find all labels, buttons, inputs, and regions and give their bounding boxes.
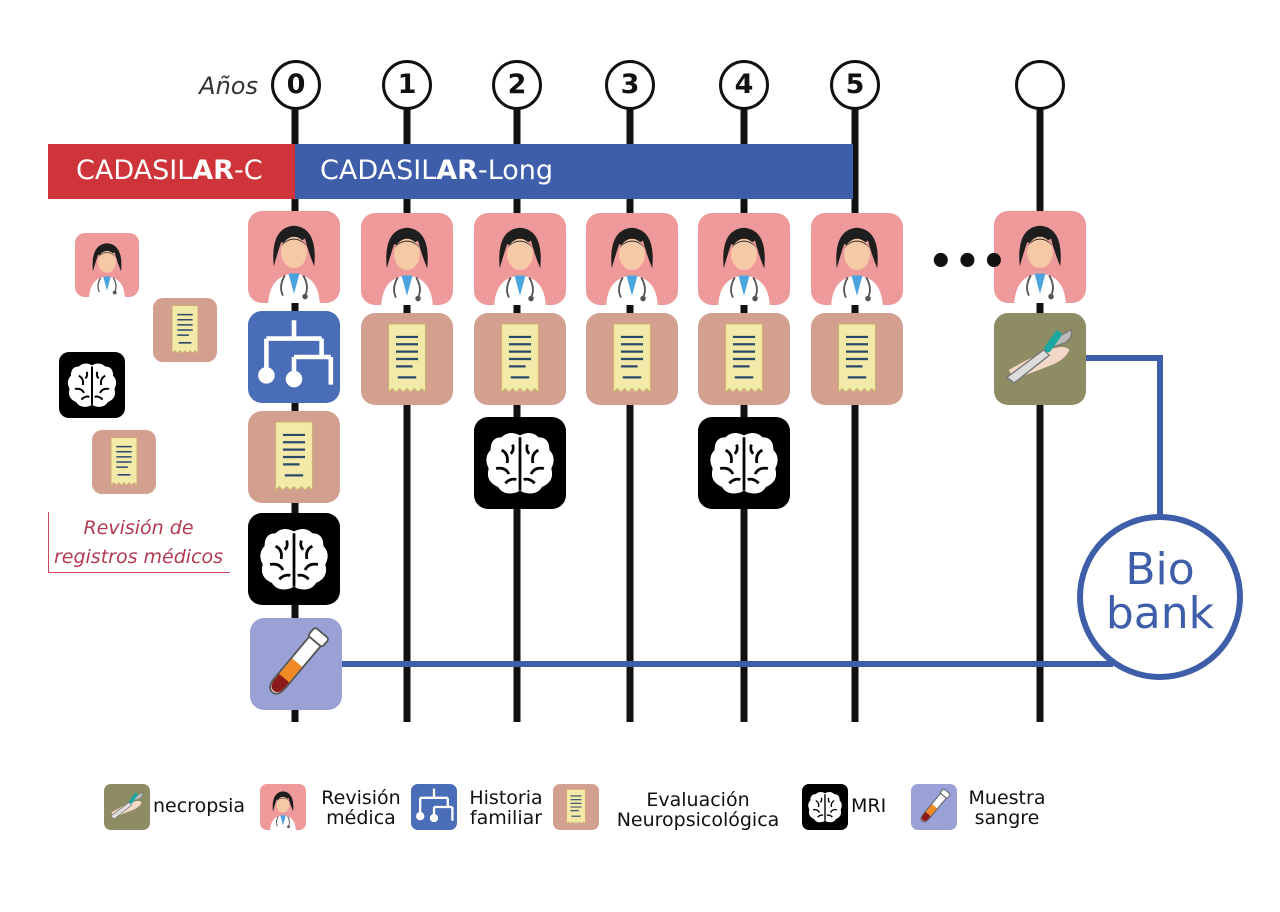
document-icon <box>361 313 453 405</box>
year-3-marker: 3 <box>605 60 655 110</box>
biobank-circle <box>1077 514 1243 680</box>
year-4-marker: 4 <box>719 60 769 110</box>
doctor-icon <box>586 213 678 305</box>
family-tree-icon-legend <box>411 784 457 830</box>
records-review-line-1: Revisión de <box>83 517 194 539</box>
brain-icon <box>59 352 125 418</box>
year-0-marker: 0 <box>271 60 321 110</box>
cadasilar-long-bar <box>295 144 853 199</box>
year-5-marker: 5 <box>830 60 880 110</box>
biobank-line-2: bank <box>1105 588 1215 639</box>
family-tree-icon <box>248 311 340 403</box>
doctor-icon <box>361 213 453 305</box>
brain-icon-legend <box>802 784 848 830</box>
scalpel-icon <box>994 313 1086 405</box>
cadasilar-c-bar <box>48 144 295 199</box>
doctor-icon <box>474 213 566 305</box>
doctor-icon <box>75 233 139 297</box>
biobank-line-1: Bio <box>1125 544 1195 595</box>
document-icon <box>586 313 678 405</box>
document-icon <box>92 430 156 494</box>
biobank-label: Bio bank <box>1098 548 1222 636</box>
document-icon <box>153 298 217 362</box>
document-icon <box>811 313 903 405</box>
document-icon <box>248 411 340 503</box>
doctor-icon-legend <box>260 784 306 830</box>
brain-icon <box>248 513 340 605</box>
necropsy-biobank-connector <box>1086 355 1163 517</box>
document-icon <box>474 313 566 405</box>
document-icon <box>698 313 790 405</box>
doctor-icon <box>248 211 340 303</box>
doctor-icon <box>811 213 903 305</box>
doctor-icon <box>994 211 1086 303</box>
year-n-marker <box>1015 60 1065 110</box>
brain-icon <box>698 417 790 509</box>
document-icon-legend <box>553 784 599 830</box>
brain-icon <box>474 417 566 509</box>
cadasilar-c-label: CADASILAR-C <box>76 155 263 186</box>
ellipsis: ••• <box>928 239 1008 285</box>
axis-label: Años <box>199 72 258 100</box>
blood-tube-icon <box>250 618 342 710</box>
records-review-bracket <box>48 512 230 573</box>
cadasilar-long-label: CADASILAR-Long <box>320 155 554 186</box>
blood-tube-icon-legend <box>911 784 957 830</box>
year-2-marker: 2 <box>492 60 542 110</box>
legend-label-necropsy: necropsia <box>153 795 246 817</box>
records-review-line-2: registros médicos <box>53 546 224 568</box>
scalpel-icon-legend <box>104 784 150 830</box>
year-1-marker: 1 <box>382 60 432 110</box>
records-review-label: Revisión de registros médicos <box>48 514 229 572</box>
legend-label-mri: MRI <box>851 795 887 817</box>
doctor-icon <box>698 213 790 305</box>
